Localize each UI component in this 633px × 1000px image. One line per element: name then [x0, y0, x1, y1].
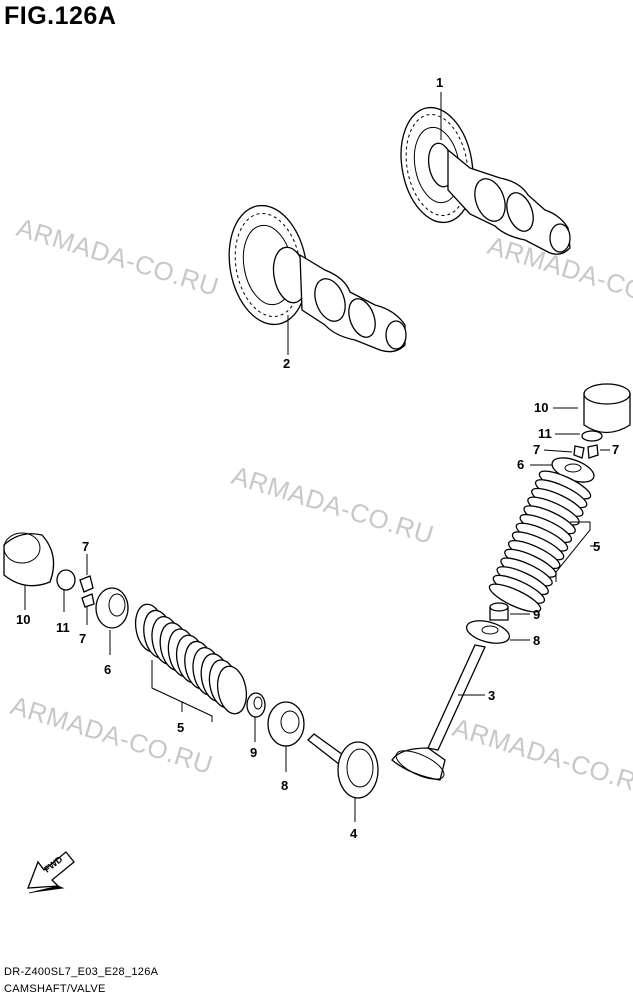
callout-9-left: 9 [250, 745, 257, 760]
figure-title: FIG.126A [4, 2, 117, 30]
callout-4: 4 [350, 826, 358, 841]
callout-3: 3 [488, 688, 495, 703]
figure-code: DR-Z400SL7_E03_E28_126A [4, 966, 159, 978]
valve-right[interactable] [391, 644, 486, 785]
callout-1: 1 [436, 75, 443, 90]
callout-7-left-b: 7 [79, 631, 86, 646]
retainer-left[interactable] [95, 587, 129, 629]
camshaft-exhaust[interactable] [392, 102, 571, 255]
callout-6-right: 6 [517, 457, 524, 472]
oil-seal-left[interactable] [246, 692, 266, 718]
shim-right[interactable] [581, 430, 603, 442]
callout-2: 2 [283, 356, 290, 371]
valve-spring-left[interactable] [132, 602, 250, 716]
callout-5-left: 5 [177, 720, 184, 735]
callout-10-right: 10 [534, 400, 548, 415]
tappet-right[interactable] [583, 383, 631, 434]
callout-11-left: 11 [56, 620, 70, 635]
callout-7-left-a: 7 [82, 539, 89, 554]
cotter-right[interactable] [573, 444, 599, 459]
cotter-left[interactable] [79, 575, 95, 608]
callout-6-left: 6 [104, 662, 111, 677]
spring-coil [216, 665, 248, 715]
shim-left[interactable] [56, 569, 76, 591]
spring-seat-right[interactable] [464, 617, 512, 648]
fwd-arrow-icon: FWD [27, 851, 75, 894]
camshaft-intake[interactable] [220, 199, 407, 353]
valve-spring-right[interactable] [486, 466, 594, 617]
callout-5-right: 5 [593, 539, 600, 554]
callout-9-right: 9 [533, 607, 540, 622]
callout-10-left: 10 [16, 612, 30, 627]
callout-7-right-a: 7 [533, 442, 540, 457]
callout-7-right-b: 7 [612, 442, 619, 457]
tappet-left[interactable] [3, 532, 55, 587]
spring-coil [488, 583, 542, 613]
callout-11-right: 11 [538, 426, 552, 441]
valve-left[interactable] [307, 733, 379, 799]
oil-seal-right[interactable] [489, 602, 509, 621]
spring-seat-left[interactable] [267, 701, 305, 747]
figure-name: CAMSHAFT/VALVE [4, 983, 106, 995]
callout-8-left: 8 [281, 778, 288, 793]
callout-8-right: 8 [533, 633, 540, 648]
